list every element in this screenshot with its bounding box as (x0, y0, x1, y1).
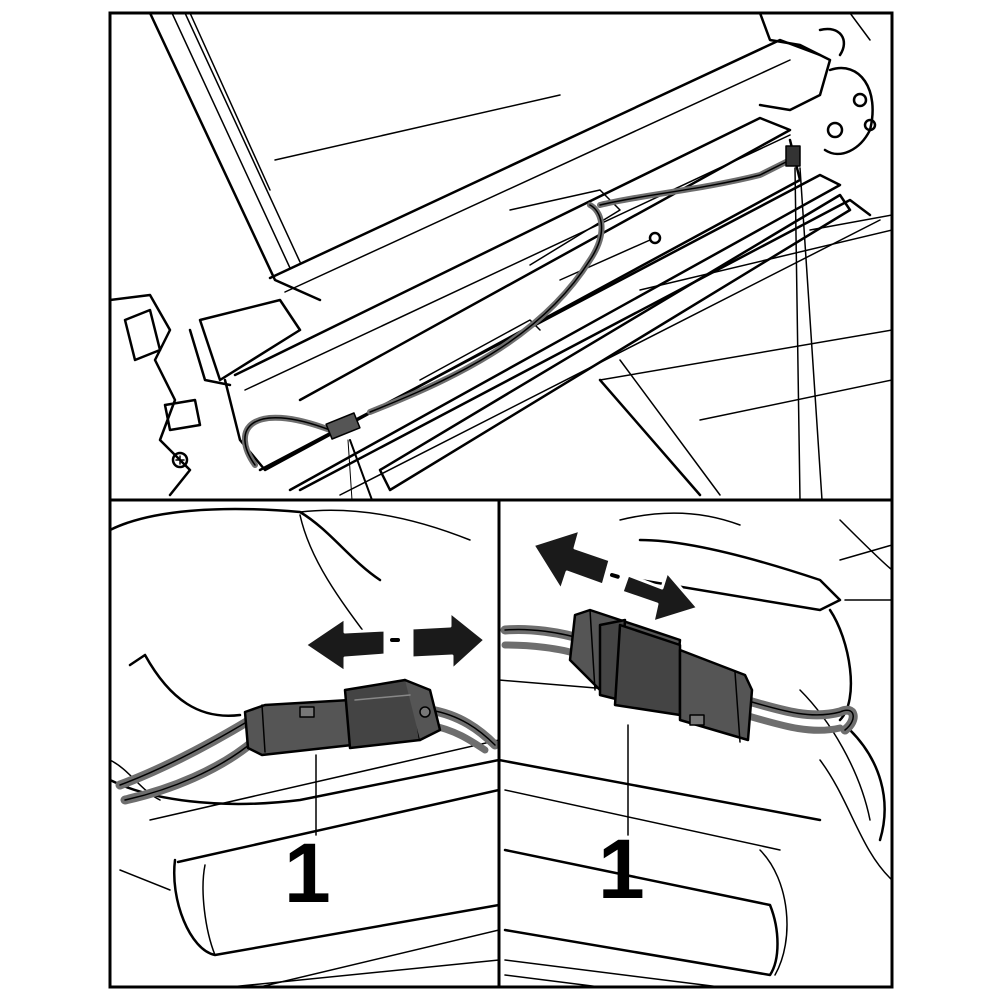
disconnect-arrow-right (410, 610, 487, 672)
overview-panel (110, 13, 892, 500)
disconnect-arrow-left-r (531, 528, 612, 592)
detail-left-panel: 1 (110, 507, 499, 987)
panel-frames (108, 11, 894, 989)
disconnect-arrow-left (303, 616, 387, 674)
disconnect-arrow-right-r (620, 570, 700, 624)
callout-label: 1 (598, 822, 645, 916)
callout-label: 1 (284, 826, 331, 920)
detail-right-panel: 1 (499, 512, 892, 987)
